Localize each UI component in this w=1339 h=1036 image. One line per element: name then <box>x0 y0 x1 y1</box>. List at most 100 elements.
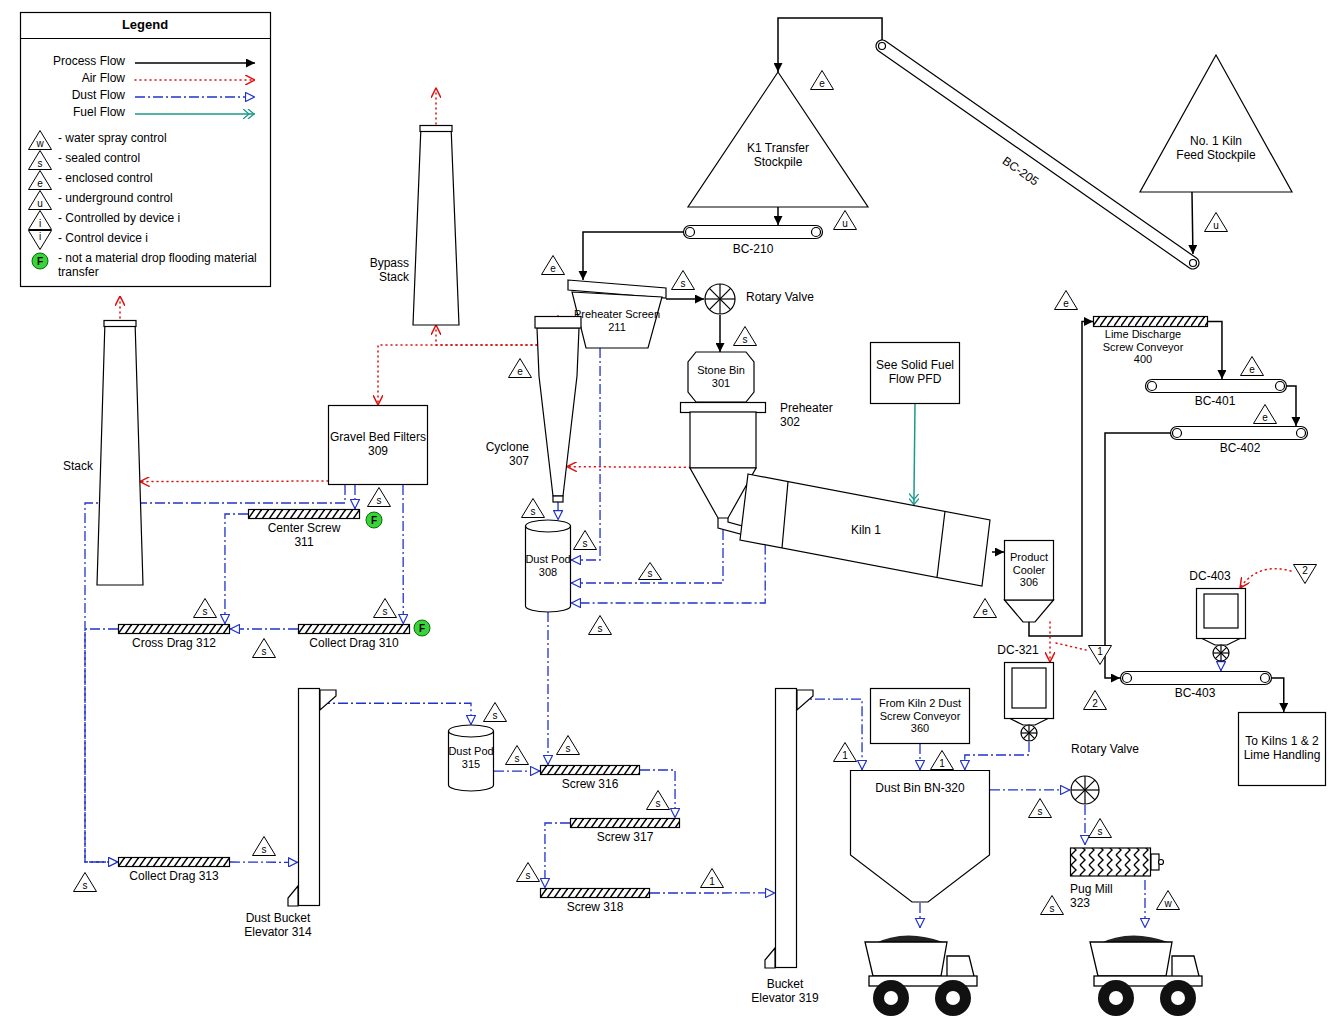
symbol-letter: e <box>810 78 834 89</box>
shape-outline <box>248 509 360 519</box>
dust-flow <box>545 823 570 888</box>
node-label: Dust Bin BN-320 <box>870 782 970 796</box>
screw-body <box>1094 317 1208 327</box>
bin-outline <box>688 352 754 402</box>
valve-vane <box>1215 647 1226 658</box>
stockpile: K1 Transfer Stockpile <box>688 72 868 207</box>
control-triangle <box>1084 691 1107 710</box>
collector-hopper <box>1202 639 1240 646</box>
pulley <box>1261 674 1270 683</box>
legend-text: Fuel Flow <box>25 106 125 120</box>
process-flow <box>992 551 1004 553</box>
node-label: K1 Transfer Stockpile <box>738 142 818 170</box>
control-symbol: w <box>1156 890 1180 910</box>
symbol-letter: F <box>28 256 52 267</box>
shape-outline <box>570 818 680 828</box>
pulley <box>1297 429 1306 438</box>
product-cooler: Product Cooler 306 <box>1004 540 1054 622</box>
control-symbol: 2 <box>1293 564 1317 584</box>
symbol-letter: s <box>373 606 397 617</box>
stockpile-outline <box>1140 55 1292 192</box>
pug-drive <box>1151 854 1159 870</box>
node-label: Stack <box>51 460 93 474</box>
legend-text: Air Flow <box>25 72 125 86</box>
control-symbol: s <box>252 638 276 658</box>
dust-flow <box>1220 662 1221 671</box>
symbol-letter: e <box>28 178 52 189</box>
control-triangle <box>931 751 954 770</box>
control-symbol: i <box>28 230 52 250</box>
pod-rim <box>449 731 494 737</box>
control-triangle <box>974 599 997 618</box>
pulley <box>1173 429 1182 438</box>
screw-conveyor: Screw 318 <box>540 888 650 898</box>
process-flow <box>1287 386 1296 426</box>
process-box: Gravel Bed Filters 309 <box>328 405 428 485</box>
symbol-letter: F <box>362 515 386 526</box>
dust-pod: Dust Pod 308 <box>525 520 571 612</box>
control-triangle <box>29 131 52 150</box>
dust-flow <box>320 703 471 725</box>
control-symbol: e <box>973 598 997 618</box>
dust-arrow <box>1144 880 1145 928</box>
node-label: Collect Drag 310 <box>298 637 410 651</box>
screw-conveyor: Lime Discharge Screw Conveyor 400 <box>1093 316 1208 327</box>
node-label: Bypass Stack <box>363 257 409 285</box>
symbol-letter: 1 <box>700 876 724 887</box>
process-flow <box>777 207 779 225</box>
node-label: Cyclone 307 <box>481 441 529 469</box>
truck-wheel <box>1160 980 1196 1016</box>
node-label: Dust Pod 308 <box>525 553 571 578</box>
dust-flow <box>494 770 540 772</box>
legend-sample <box>135 79 255 81</box>
stack-outline <box>97 321 143 586</box>
screw-body <box>299 625 410 634</box>
control-triangle <box>574 531 597 550</box>
control-triangle <box>1055 291 1078 310</box>
dust-collector: DC-403 <box>1196 588 1246 662</box>
control-symbol: e <box>28 170 52 190</box>
process-flow <box>1272 678 1284 712</box>
dust-bin: Dust Bin BN-320 <box>850 770 990 902</box>
pug-mill: Pug Mill 323 <box>1070 845 1162 879</box>
cyclone-cone <box>537 328 579 496</box>
air-leader <box>1240 569 1291 588</box>
dust-flow <box>1084 805 1085 845</box>
belt-conveyor: BC-403 <box>1120 671 1272 685</box>
truck-wheel <box>873 980 909 1016</box>
belt <box>684 226 823 239</box>
shape-outline <box>118 857 230 867</box>
node-label: Kiln 1 <box>836 524 896 538</box>
legend-text: - sealed control <box>58 152 263 166</box>
symbol-letter: e <box>1054 298 1078 309</box>
pulley <box>1190 260 1197 267</box>
control-triangle <box>834 211 857 230</box>
dust-flow <box>571 530 723 583</box>
symbol-letter: s <box>73 880 97 891</box>
symbol-letter: s <box>556 743 580 754</box>
pug-trough <box>1071 848 1151 876</box>
cyclone: Cyclone 307 <box>533 316 583 502</box>
stack-cap <box>104 321 136 327</box>
flood-marker: F <box>28 251 52 271</box>
symbol-letter: 2 <box>1293 565 1317 576</box>
pug-shaft <box>1159 860 1164 865</box>
shape-outline <box>540 765 640 775</box>
shape-outline <box>1093 316 1208 327</box>
stockpile-outline <box>688 72 868 207</box>
kiln-tyre <box>937 511 945 578</box>
screw-body <box>541 766 640 775</box>
dust-pod: Dust Pod 315 <box>448 725 494 791</box>
symbol-letter: s <box>1088 826 1112 837</box>
node-label: BC-210 <box>723 243 783 257</box>
control-triangle <box>1241 357 1264 376</box>
control-symbol: u <box>28 190 52 210</box>
legend-text: Process Flow <box>25 55 125 69</box>
control-triangle <box>29 171 52 190</box>
control-symbol: w <box>28 130 52 150</box>
shape-outline <box>540 888 650 898</box>
air-flow <box>140 480 328 482</box>
process-flow <box>583 232 683 280</box>
node-label: To Kilns 1 & 2 Lime Handling <box>1238 735 1326 763</box>
dust-flow <box>919 744 920 770</box>
